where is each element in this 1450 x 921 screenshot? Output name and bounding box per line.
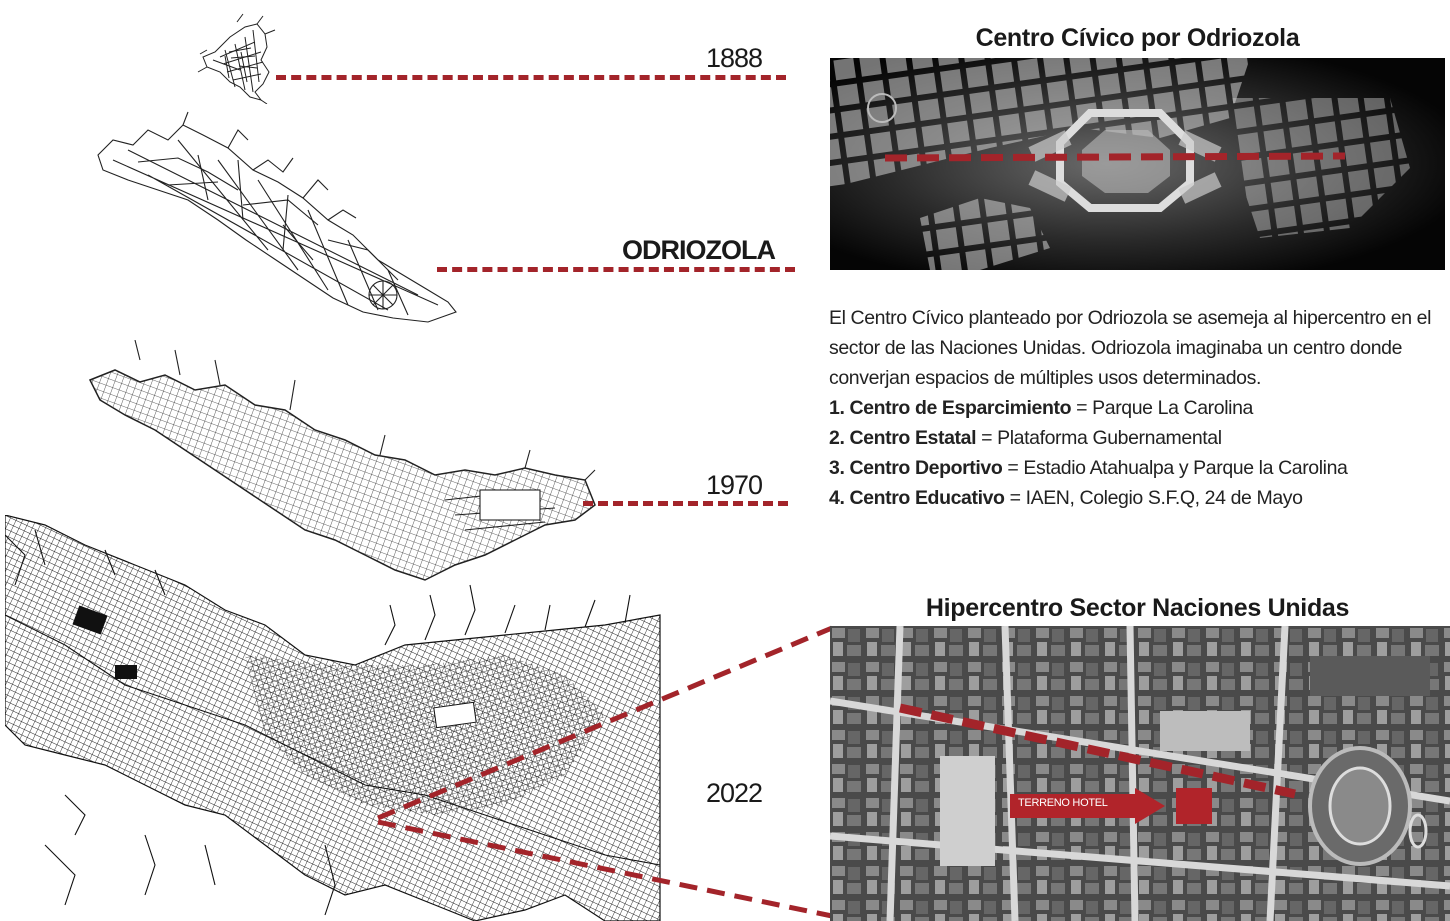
odriozola-model-photo: [830, 58, 1445, 270]
timeline-line-1888: [276, 75, 786, 80]
timeline-line-odriozola: [437, 267, 795, 272]
description-block: El Centro Cívico planteado por Odriozola…: [829, 303, 1444, 513]
description-list: 1. Centro de Esparcimiento = Parque La C…: [829, 393, 1444, 513]
aerial-photo: TERRENO HOTEL: [830, 626, 1450, 921]
zoom-connector: [377, 625, 833, 919]
site-label: TERRENO HOTEL: [1018, 797, 1108, 809]
timeline-line-1970: [583, 501, 788, 506]
map-2022: [5, 515, 661, 921]
map-1888: [197, 13, 276, 104]
timeline-label-1888: 1888: [706, 43, 763, 73]
bottom-photo-title: Hipercentro Sector Naciones Unidas: [925, 594, 1350, 622]
list-item: 2. Centro Estatal = Plataforma Gubername…: [829, 427, 1222, 449]
timeline-label-2022: 2022: [706, 778, 763, 808]
map-1970: [88, 340, 596, 581]
top-photo-title: Centro Cívico por Odriozola: [975, 24, 1300, 52]
description-paragraph: El Centro Cívico planteado por Odriozola…: [829, 307, 1432, 389]
list-item: 3. Centro Deportivo = Estadio Atahualpa …: [829, 457, 1348, 479]
timeline-label-odriozola: ODRIOZOLA: [622, 235, 776, 265]
list-item: 1. Centro de Esparcimiento = Parque La C…: [829, 397, 1253, 419]
timeline-label-1970: 1970: [706, 470, 763, 500]
list-item: 4. Centro Educativo = IAEN, Colegio S.F.…: [829, 487, 1303, 509]
map-odriozola: [97, 111, 457, 323]
